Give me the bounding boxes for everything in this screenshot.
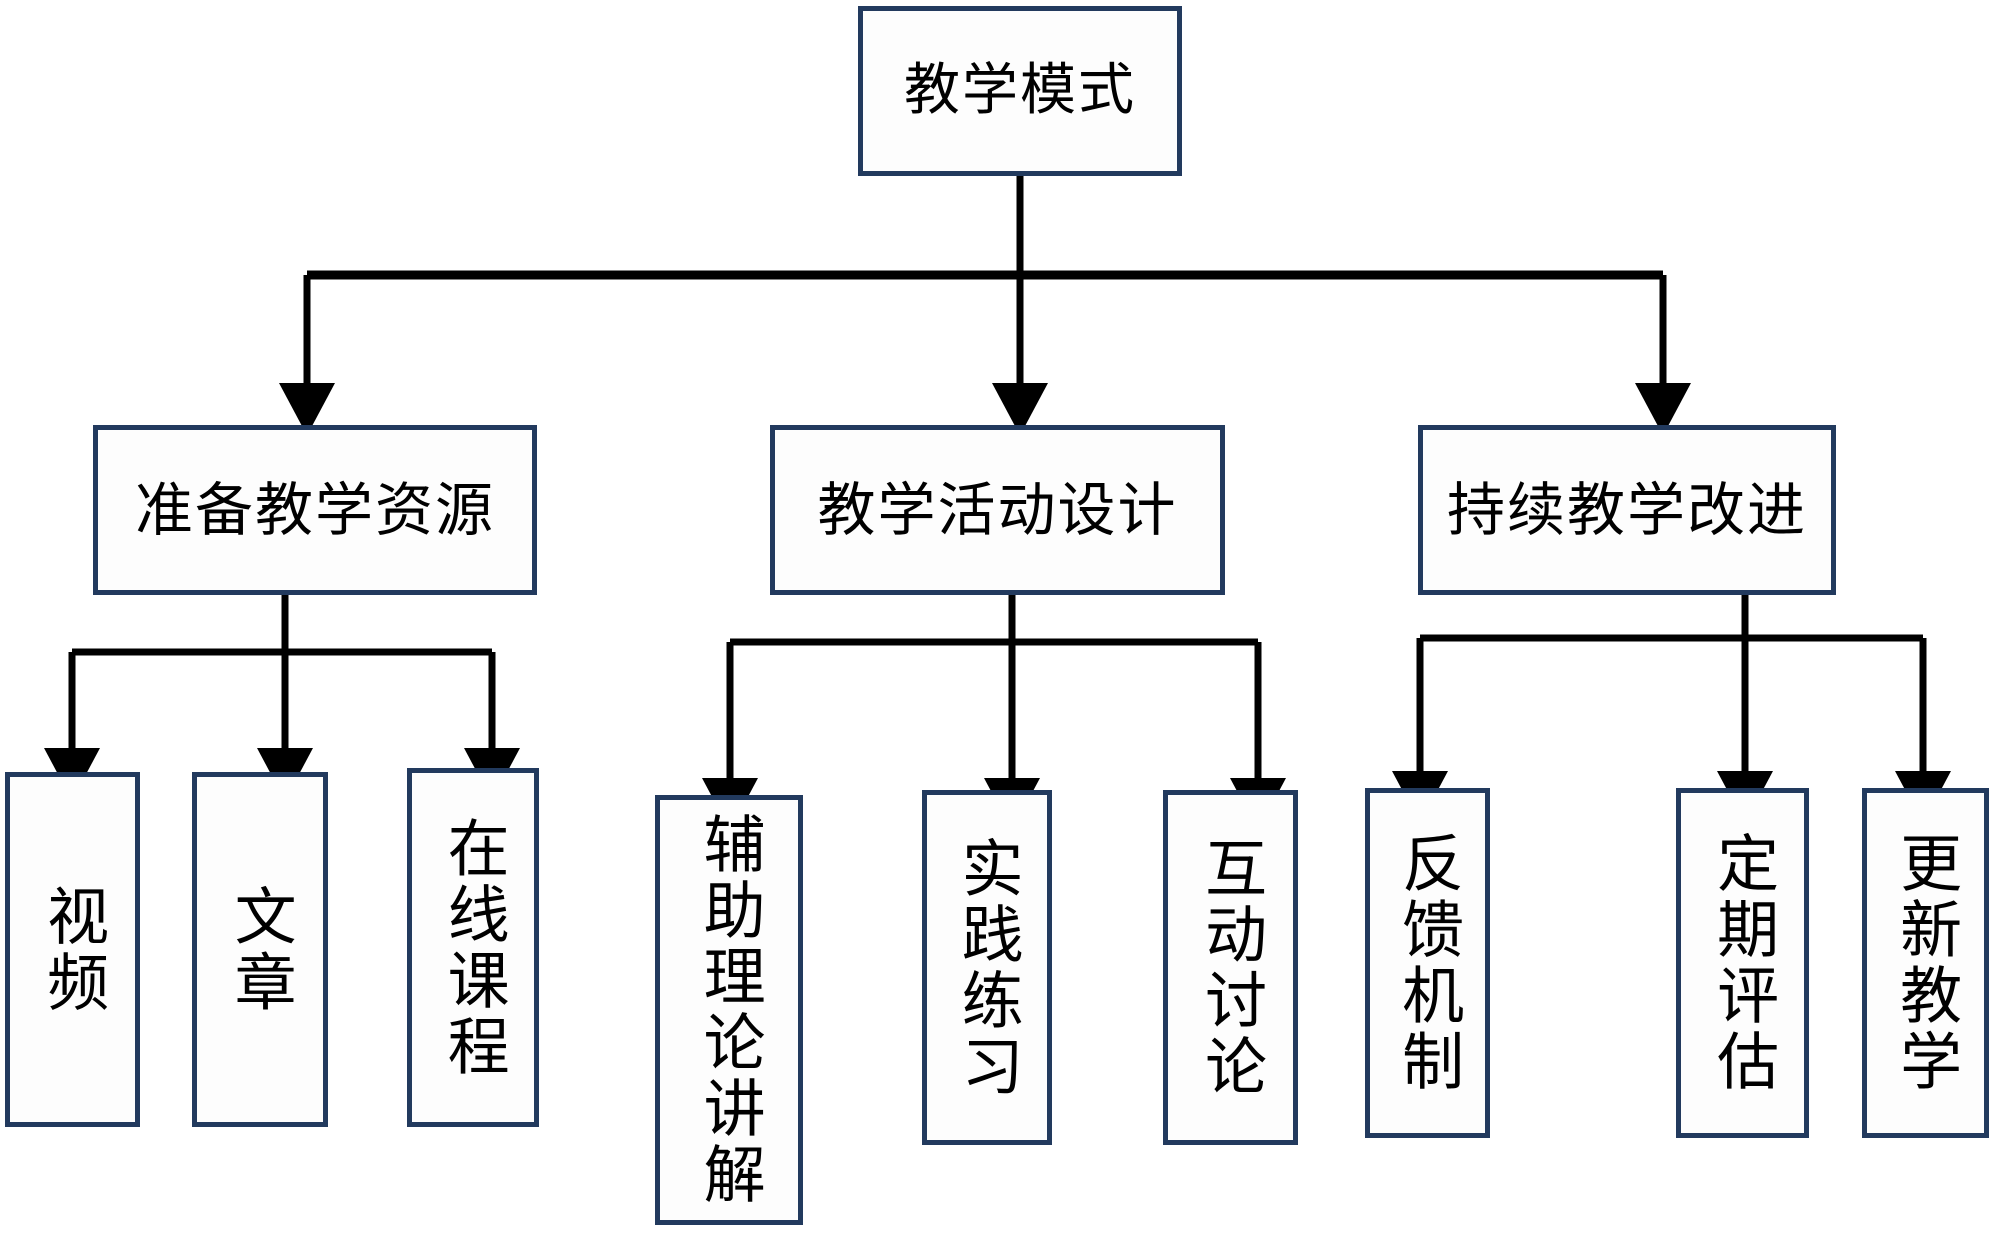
node-leaf-1-2[interactable]: 文章 (192, 772, 328, 1127)
node-leaf-3-3[interactable]: 更新教学 (1862, 788, 1989, 1138)
node-branch-2[interactable]: 教学活动设计 (770, 425, 1225, 595)
node-leaf-3-1-label: 反馈机制 (1391, 831, 1465, 1095)
node-branch-1[interactable]: 准备教学资源 (93, 425, 537, 595)
node-leaf-2-1[interactable]: 辅助理论讲解 (655, 795, 803, 1225)
node-leaf-3-2[interactable]: 定期评估 (1676, 788, 1809, 1138)
node-leaf-1-2-label: 文章 (223, 883, 297, 1016)
node-leaf-1-1-label: 视频 (36, 883, 110, 1016)
node-branch-2-label: 教学活动设计 (817, 476, 1178, 544)
node-root[interactable]: 教学模式 (858, 6, 1182, 176)
node-leaf-2-2-label: 实践练习 (950, 835, 1024, 1100)
node-leaf-1-3-label: 在线课程 (436, 815, 510, 1080)
node-leaf-1-3[interactable]: 在线课程 (407, 768, 539, 1127)
node-branch-1-label: 准备教学资源 (134, 476, 495, 544)
node-branch-3[interactable]: 持续教学改进 (1418, 425, 1836, 595)
node-leaf-3-3-label: 更新教学 (1889, 831, 1963, 1095)
node-leaf-2-3[interactable]: 互动讨论 (1163, 790, 1298, 1145)
node-leaf-1-1[interactable]: 视频 (5, 772, 140, 1127)
node-leaf-2-3-label: 互动讨论 (1194, 835, 1268, 1100)
node-leaf-2-1-label: 辅助理论讲解 (692, 812, 766, 1208)
node-leaf-2-2[interactable]: 实践练习 (922, 790, 1052, 1145)
node-root-label: 教学模式 (904, 58, 1136, 123)
node-branch-3-label: 持续教学改进 (1446, 476, 1807, 544)
node-leaf-3-1[interactable]: 反馈机制 (1365, 788, 1490, 1138)
node-leaf-3-2-label: 定期评估 (1706, 831, 1780, 1095)
